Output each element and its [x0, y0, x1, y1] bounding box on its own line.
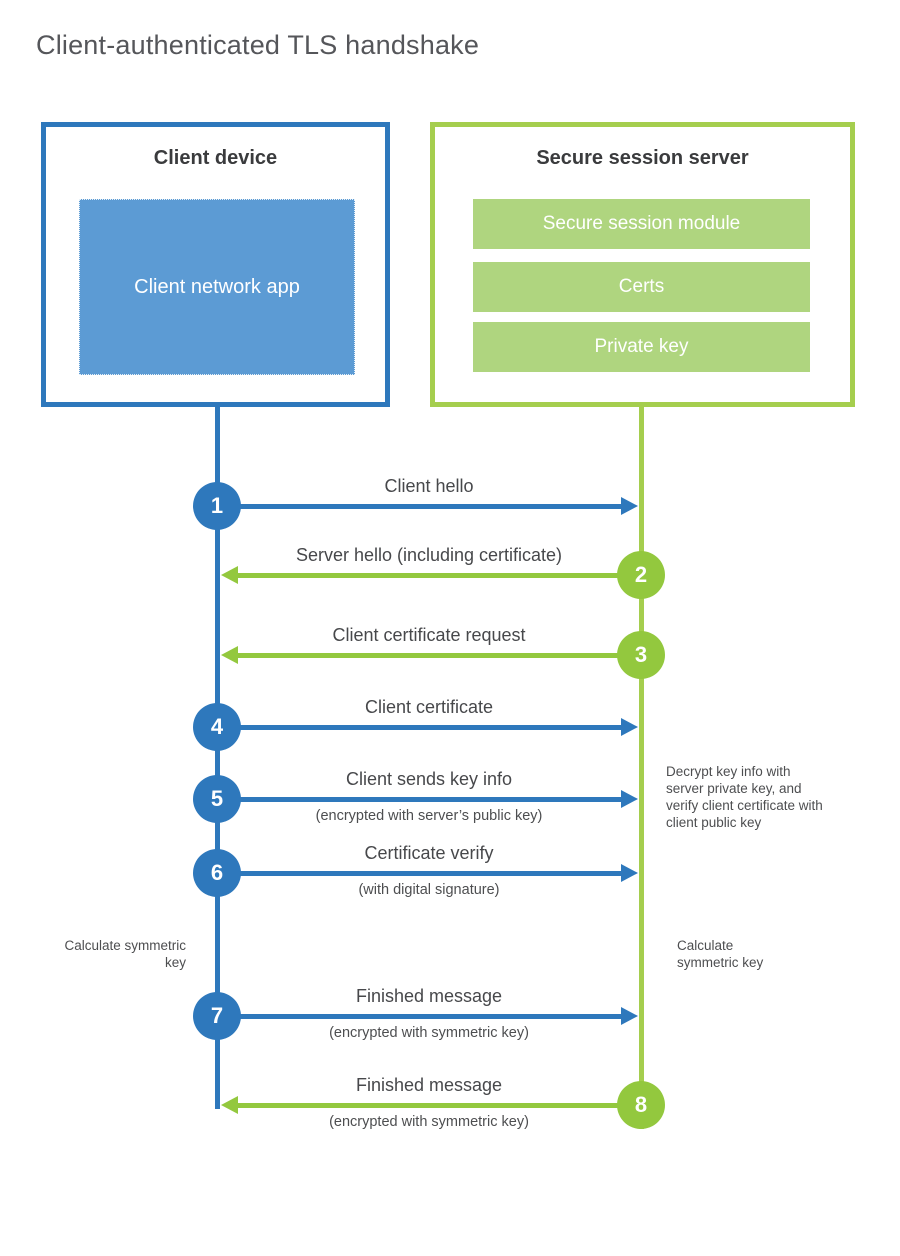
step-8-number-badge: 8 [617, 1081, 665, 1129]
step-5-arrow-shaft [217, 797, 621, 802]
step-4-arrowhead-icon [621, 718, 638, 736]
step-3-message-label: Client certificate request [332, 625, 526, 645]
step-5-number-badge: 5 [193, 775, 241, 823]
server-module-private-key: Private key [473, 322, 810, 372]
step-4-message-label: Client certificate [364, 697, 494, 717]
step-8-message-sublabel: (encrypted with symmetric key) [329, 1114, 529, 1130]
step-2-arrowhead-icon [221, 566, 238, 584]
calculate-symmetric-key-note-server: Calculate symmetric key [677, 938, 764, 970]
step-8-arrowhead-icon [221, 1096, 238, 1114]
step-4-arrow-shaft [217, 725, 621, 730]
step-6-message-sublabel: (with digital signature) [358, 882, 500, 898]
step-2-number-badge: 2 [617, 551, 665, 599]
step-7-number-badge: 7 [193, 992, 241, 1040]
step-8-message-label: Finished message [355, 1075, 503, 1095]
step-2-message-label: Server hello (including certificate) [295, 545, 563, 565]
step-3-arrowhead-icon [221, 646, 238, 664]
step-1-arrow-shaft [217, 504, 621, 509]
calculate-symmetric-key-note-client: Calculate symmetric key [64, 938, 186, 970]
step-7-arrowhead-icon [621, 1007, 638, 1025]
server-module-certs: Certs [473, 262, 810, 312]
step-3-arrow-shaft [238, 653, 641, 658]
decrypt-note: Decrypt key info with server private key… [666, 764, 823, 830]
step-5-message-sublabel: (encrypted with server’s public key) [315, 808, 543, 824]
step-4-number-badge: 4 [193, 703, 241, 751]
step-3-number-badge: 3 [617, 631, 665, 679]
step-7-arrow-shaft [217, 1014, 621, 1019]
step-1-arrowhead-icon [621, 497, 638, 515]
server-module-secure-session: Secure session module [473, 199, 810, 249]
step-7-message-sublabel: (encrypted with symmetric key) [329, 1025, 529, 1041]
step-8-arrow-shaft [238, 1103, 641, 1108]
step-5-message-label: Client sends key info [345, 769, 513, 789]
step-5-arrowhead-icon [621, 790, 638, 808]
step-6-arrowhead-icon [621, 864, 638, 882]
step-6-arrow-shaft [217, 871, 621, 876]
client-network-app-label: Client network app [134, 276, 300, 298]
step-2-arrow-shaft [238, 573, 641, 578]
step-1-message-label: Client hello [384, 476, 474, 496]
secure-session-server-heading: Secure session server [536, 147, 749, 169]
page-title: Client-authenticated TLS handshake [36, 30, 480, 60]
client-lifeline [215, 405, 220, 1109]
client-device-heading: Client device [153, 147, 278, 169]
step-6-number-badge: 6 [193, 849, 241, 897]
client-network-app-box: Client network app [79, 199, 355, 375]
step-7-message-label: Finished message [355, 986, 503, 1006]
server-lifeline [639, 405, 644, 1129]
step-1-number-badge: 1 [193, 482, 241, 530]
step-6-message-label: Certificate verify [364, 843, 494, 863]
